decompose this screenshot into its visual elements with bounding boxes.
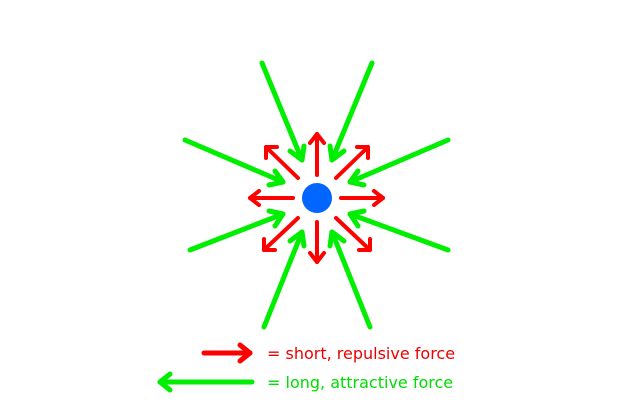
legend: = short, repulsive force = long, attract… (157, 342, 455, 393)
repulsive-arrow-up-right (334, 145, 370, 180)
attractive-arrow-top-right (327, 60, 375, 163)
attractive-arrow-upper-right (347, 137, 451, 188)
repulsive-arrow-up (308, 132, 326, 177)
legend-attractive-label: = long, attractive force (267, 373, 453, 392)
attractive-arrow-upper-left (182, 137, 286, 188)
repulsive-arrow-down-right (334, 216, 372, 252)
repulsive-arrow-down (308, 220, 326, 264)
legend-repulsive-label: = short, repulsive force (267, 344, 455, 363)
attractive-arrow-lower-right (347, 208, 451, 253)
repulsive-arrow-down-left (262, 216, 300, 252)
attractive-arrow-lower-left (187, 208, 286, 253)
repulsive-arrow-left (248, 189, 295, 207)
legend-repulsive-arrow-icon (201, 342, 253, 364)
attractive-arrow-bottom-right (327, 229, 373, 330)
attractive-arrows (182, 60, 451, 330)
repulsive-arrow-up-left (264, 145, 300, 180)
attractive-arrow-bottom-left (261, 229, 307, 330)
repulsive-arrows (248, 132, 385, 264)
central-particle (302, 183, 332, 213)
attractive-arrow-top-left (259, 60, 307, 163)
repulsive-arrow-right (339, 189, 385, 207)
legend-attractive-arrow-icon (157, 371, 255, 393)
